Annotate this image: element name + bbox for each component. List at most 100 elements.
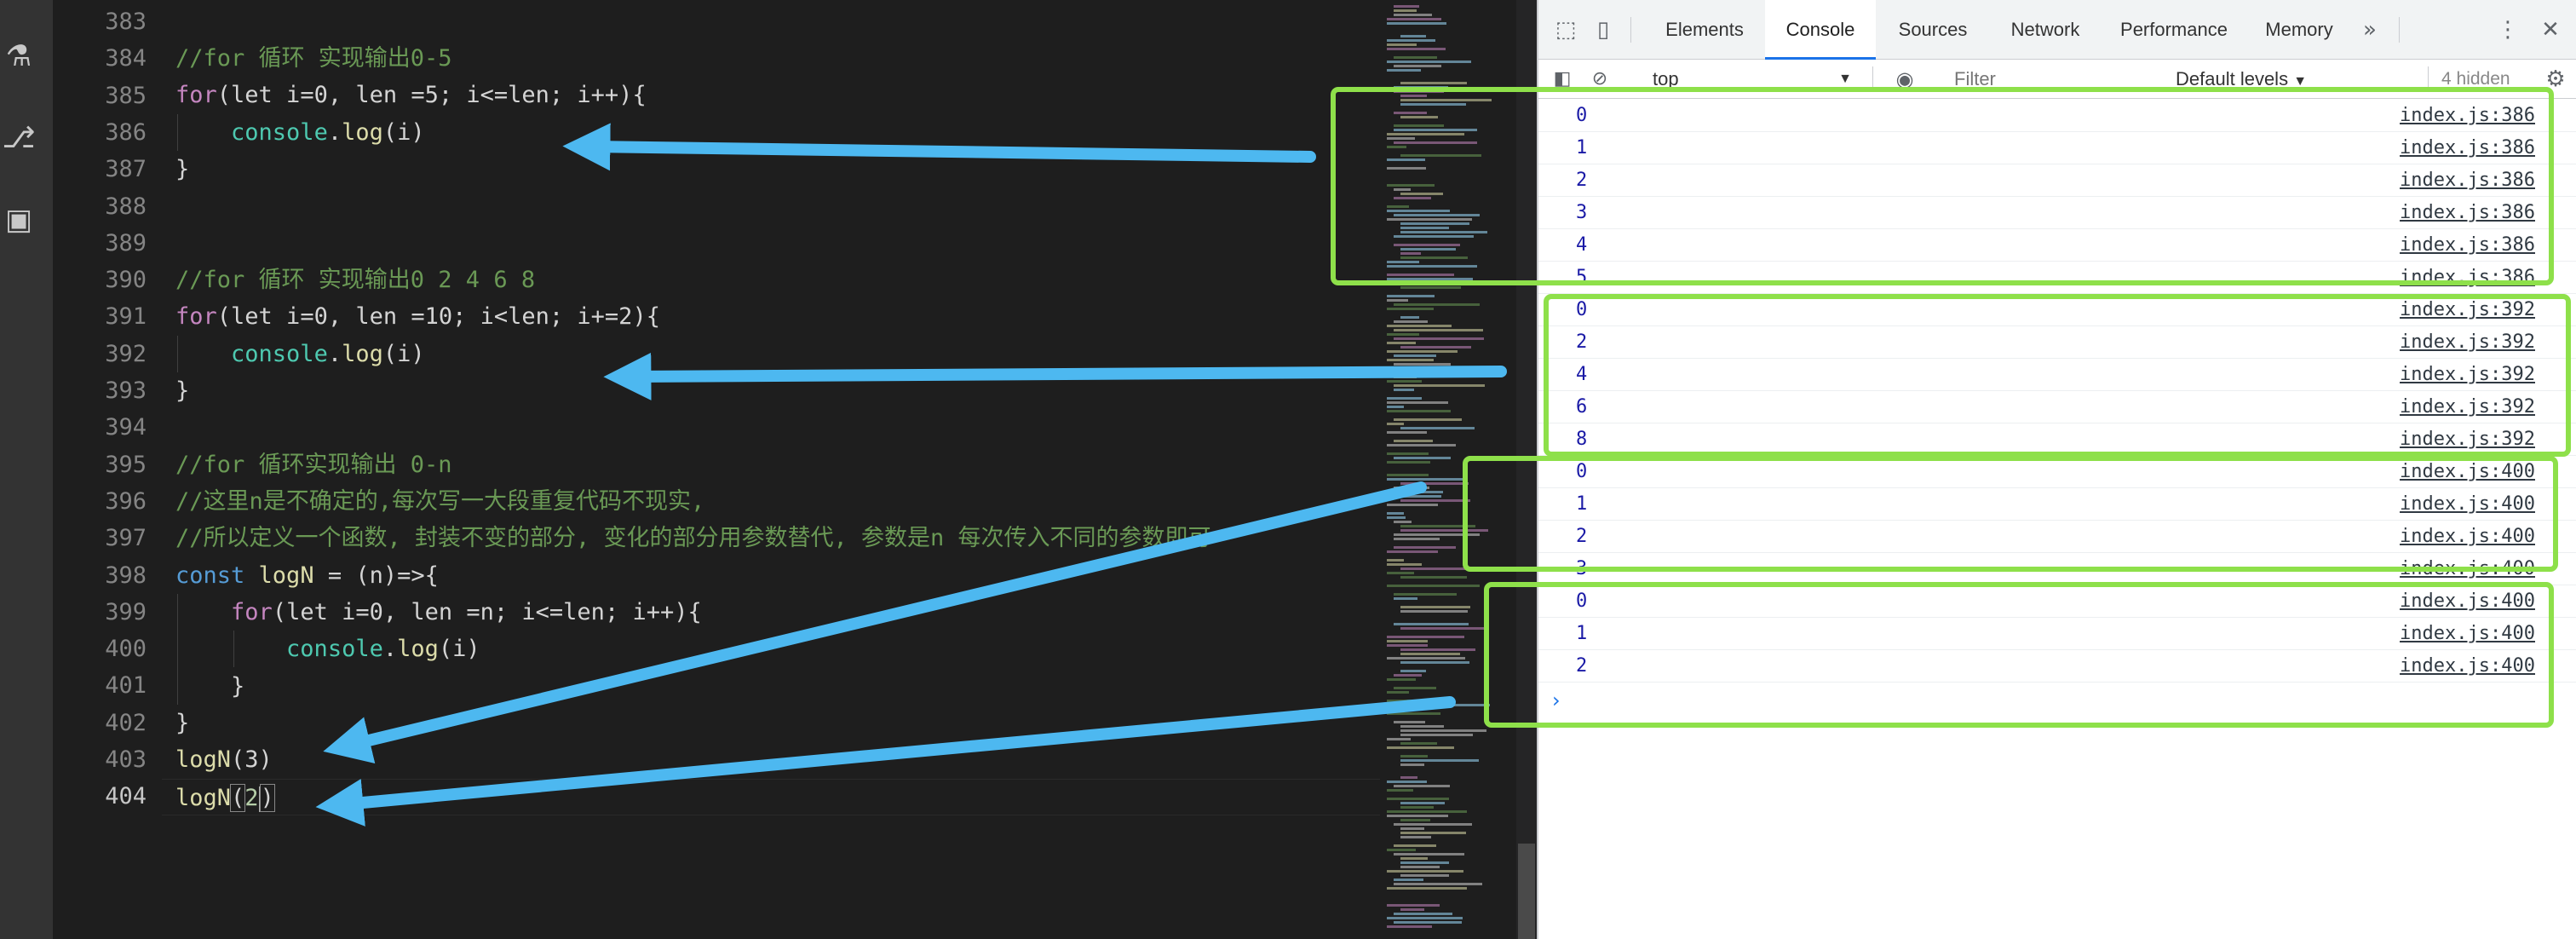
minimap-line	[1394, 90, 1444, 93]
indent-guide	[177, 114, 178, 151]
toolbar-divider	[1872, 66, 1873, 92]
source-link[interactable]: index.js:400	[2400, 590, 2535, 612]
tab-network[interactable]: Network	[2010, 19, 2080, 40]
code-line-399: for(let i=0, len =n; i<=len; i++){	[175, 594, 702, 631]
argument: 2	[244, 785, 259, 811]
arrow-signature: = (n)=>{	[313, 562, 439, 589]
text-cursor	[258, 786, 261, 812]
minimap-line	[1400, 606, 1470, 608]
source-link[interactable]: index.js:386	[2400, 105, 2535, 126]
minimap-line	[1387, 69, 1421, 72]
source-link[interactable]: index.js:386	[2400, 202, 2535, 223]
activity-bar: ⚗ ⎇ ▣	[0, 0, 53, 939]
source-link[interactable]: index.js:400	[2400, 526, 2535, 547]
tab-memory[interactable]: Memory	[2265, 19, 2333, 40]
minimap-line	[1400, 806, 1434, 809]
sidebar-toggle-icon[interactable]: ◧	[1553, 68, 1572, 89]
source-link[interactable]: index.js:392	[2400, 299, 2535, 320]
console-message-value: 8	[1576, 429, 1588, 450]
minimap-line	[1387, 342, 1416, 344]
source-link[interactable]: index.js:392	[2400, 331, 2535, 353]
minimap-line	[1394, 303, 1480, 306]
minimap-line	[1387, 917, 1463, 919]
console-message-value: 2	[1576, 331, 1588, 353]
tab-elements[interactable]: Elements	[1665, 19, 1744, 40]
call-args: (i)	[438, 636, 480, 662]
log-levels-value: Default levels	[2176, 68, 2289, 89]
source-link[interactable]: index.js:400	[2400, 493, 2535, 515]
source-link[interactable]: index.js:400	[2400, 655, 2535, 677]
source-link[interactable]: index.js:392	[2400, 429, 2535, 450]
more-tabs-icon[interactable]: »	[2363, 17, 2377, 43]
flask-icon[interactable]: ⚗	[5, 39, 32, 73]
source-link[interactable]: index.js:400	[2400, 623, 2535, 644]
tab-sources[interactable]: Sources	[1898, 19, 1968, 40]
minimap-line	[1394, 141, 1477, 144]
devtools-tab-bar: ⬚ ▯ Elements Console Sources Network Perform…	[1538, 0, 2576, 60]
code-editor[interactable]: //for 循环 实现输出0-5 for(let i=0, len =5; i<…	[162, 0, 1380, 939]
gear-icon[interactable]: ⚙	[2545, 66, 2566, 92]
minimap-line	[1387, 18, 1441, 20]
function-name: logN	[258, 562, 314, 589]
inspect-element-icon[interactable]: ⬚	[1555, 17, 1577, 43]
docker-icon[interactable]: ▣	[4, 203, 33, 237]
tab-performance[interactable]: Performance	[2120, 19, 2228, 40]
minimap-line	[1387, 712, 1440, 715]
minimap-line	[1387, 904, 1440, 907]
context-selector[interactable]: top▼	[1637, 65, 1860, 94]
code-line-387: }	[175, 151, 189, 187]
minimap-line	[1387, 559, 1404, 562]
code-line-404[interactable]: logN(2)	[162, 779, 1380, 816]
eye-icon[interactable]: ◉	[1895, 67, 1914, 91]
device-toolbar-icon[interactable]: ▯	[1596, 17, 1610, 43]
minimap-line	[1400, 231, 1487, 233]
minimap-line	[1387, 278, 1473, 280]
clear-console-icon[interactable]: ⊘	[1591, 68, 1608, 89]
source-link[interactable]: index.js:392	[2400, 396, 2535, 418]
source-link[interactable]: index.js:386	[2400, 234, 2535, 256]
line-number: 404	[105, 783, 147, 810]
close-icon[interactable]: ✕	[2541, 17, 2560, 43]
source-link[interactable]: index.js:400	[2400, 558, 2535, 579]
minimap-line	[1394, 533, 1480, 536]
editor-scrollbar[interactable]	[1516, 0, 1537, 939]
line-number: 402	[105, 709, 147, 736]
minimap-line	[1400, 857, 1428, 860]
console-prompt[interactable]: ›	[1552, 688, 1561, 712]
git-icon[interactable]: ⎇	[2, 121, 36, 155]
context-selector-value: top	[1653, 68, 1679, 89]
minimap-line	[1387, 308, 1434, 310]
minimap-line	[1400, 874, 1449, 877]
minimap-line	[1387, 401, 1448, 404]
minimap-line	[1394, 674, 1422, 677]
source-link[interactable]: index.js:386	[2400, 137, 2535, 158]
minimap-line	[1387, 691, 1409, 694]
minimap-line	[1394, 823, 1472, 826]
hidden-messages-count[interactable]: 4 hidden	[2441, 69, 2510, 89]
minimap-line	[1394, 721, 1425, 723]
line-number: 384	[105, 45, 147, 72]
minimap-line	[1387, 60, 1471, 63]
filter-input[interactable]	[1939, 65, 2162, 94]
minimap-line	[1387, 550, 1438, 553]
source-link[interactable]: index.js:392	[2400, 364, 2535, 385]
minimap-line	[1387, 572, 1414, 574]
console-message-value: 0	[1576, 105, 1588, 126]
editor-scrollbar-thumb[interactable]	[1518, 844, 1535, 939]
minimap-line	[1400, 763, 1424, 766]
tab-console[interactable]: Console	[1765, 0, 1876, 60]
minimap-line	[1400, 836, 1431, 838]
kebab-menu-icon[interactable]: ⋮	[2497, 17, 2519, 43]
log-levels-dropdown[interactable]: Default levels ▼	[2176, 65, 2307, 94]
minimap[interactable]	[1380, 0, 1516, 939]
minimap-line	[1394, 337, 1484, 340]
comment: //所以定义一个函数, 封装不变的部分, 变化的部分用参数替代, 参数是n 每次…	[175, 525, 1211, 551]
source-link[interactable]: index.js:386	[2400, 267, 2535, 288]
source-link[interactable]: index.js:386	[2400, 170, 2535, 191]
minimap-line	[1387, 887, 1467, 890]
source-link[interactable]: index.js:400	[2400, 461, 2535, 482]
